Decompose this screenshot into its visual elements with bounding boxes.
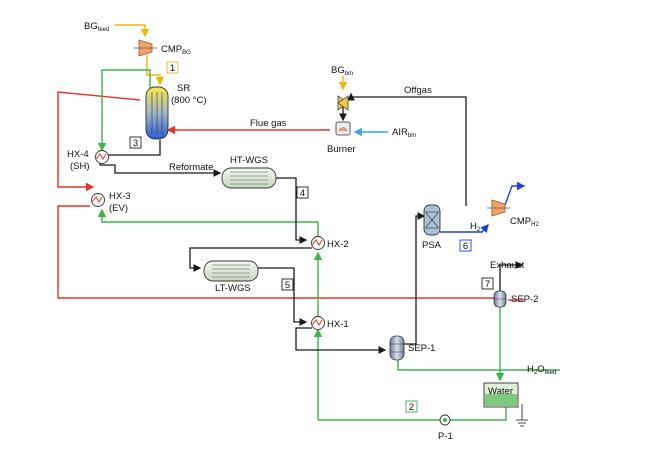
svg-text:3: 3 xyxy=(133,138,138,149)
stream-number-4: 4 xyxy=(296,186,309,199)
label-sep1: SEP-1 xyxy=(408,343,435,354)
label-hx3-sub: (EV) xyxy=(109,203,128,214)
label-hx4: HX-4 xyxy=(67,149,89,160)
svg-text:5: 5 xyxy=(285,280,290,291)
label-psa: PSA xyxy=(422,240,442,251)
stream-green xyxy=(97,69,560,421)
bg-bm-valve[interactable] xyxy=(337,95,349,111)
stream-bg-feed xyxy=(115,24,165,86)
drain-symbol xyxy=(516,404,528,427)
hx2-exchanger[interactable] xyxy=(311,236,325,250)
label-reformate: Reformate xyxy=(169,162,213,173)
label-hx4-sub: (SH) xyxy=(70,161,90,172)
svg-text:1: 1 xyxy=(170,63,175,74)
label-sep2: SEP-2 xyxy=(511,294,538,305)
stream-number-2: 2 xyxy=(405,400,418,413)
label-burner: Burner xyxy=(327,144,356,155)
pump-p1[interactable] xyxy=(439,414,451,426)
stream-number-5: 5 xyxy=(281,278,294,291)
label-air-bm: AIRbm xyxy=(392,127,416,139)
label-h2: H2 xyxy=(470,221,481,233)
stream-number-1: 1 xyxy=(166,61,179,74)
stream-number-6: 6 xyxy=(459,239,472,252)
svg-text:4: 4 xyxy=(300,188,305,199)
label-water: Water xyxy=(488,386,513,397)
label-cmp-bg: CMPBG xyxy=(161,44,191,56)
cmp-h2-compressor[interactable] xyxy=(487,199,510,217)
psa-unit[interactable] xyxy=(423,204,441,236)
label-ht-wgs: HT-WGS xyxy=(230,155,268,166)
stream-red xyxy=(57,91,524,301)
stream-number-3: 3 xyxy=(129,136,142,149)
svg-text:6: 6 xyxy=(463,241,468,252)
label-cmp-h2: CMPH2 xyxy=(510,216,539,228)
hx1-exchanger[interactable] xyxy=(311,316,325,330)
label-bg-bm: BGbm xyxy=(331,65,353,77)
lt-wgs-reactor[interactable] xyxy=(203,260,259,282)
label-offgas: Offgas xyxy=(404,85,432,96)
label-flue-gas: Flue gas xyxy=(250,118,287,129)
svg-text:2: 2 xyxy=(409,402,414,413)
hx3-exchanger[interactable] xyxy=(91,193,105,207)
burner[interactable] xyxy=(335,121,351,136)
water-tank[interactable] xyxy=(483,382,519,408)
label-bg-feed: BGfeed xyxy=(84,21,109,33)
stream-black xyxy=(99,92,524,354)
ht-wgs-reactor[interactable] xyxy=(221,167,277,189)
label-hx1: HX-1 xyxy=(327,319,349,330)
stream-number-7: 7 xyxy=(481,277,494,290)
svg-text:7: 7 xyxy=(485,279,490,290)
stream-blue xyxy=(338,76,526,234)
label-sr-temp: (800 °C) xyxy=(171,95,206,106)
label-p1: P-1 xyxy=(438,431,453,442)
label-hx2: HX-2 xyxy=(327,239,349,250)
sep1-separator[interactable] xyxy=(389,335,405,361)
label-sr: SR xyxy=(177,83,190,94)
label-hx3: HX-3 xyxy=(109,191,131,202)
label-lt-wgs: LT-WGS xyxy=(215,283,251,294)
label-exhaust: Exhaust xyxy=(490,260,525,271)
hx4-exchanger[interactable] xyxy=(95,150,109,164)
cmp-bg-compressor[interactable] xyxy=(134,39,157,57)
sr-reformer[interactable] xyxy=(145,86,169,140)
label-h2o-feed: H2Ofeed xyxy=(527,364,556,376)
sep2-separator[interactable] xyxy=(493,290,507,308)
